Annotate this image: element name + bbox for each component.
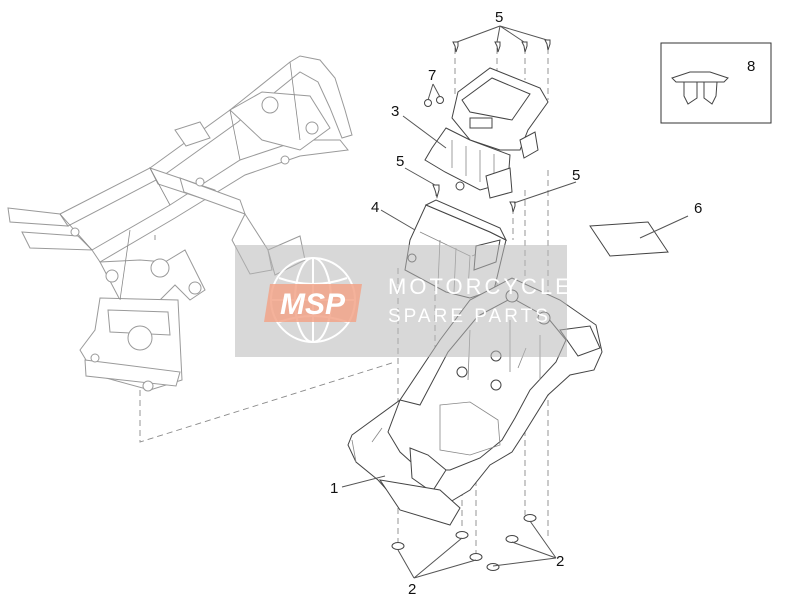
callout-7: 7	[428, 67, 436, 84]
watermark-logo: MSP	[280, 288, 346, 321]
callout-labels: 5 7 3 5 5 4 6 8 1 2 2	[330, 9, 755, 598]
watermark-line-2: SPARE PARTS	[388, 306, 551, 327]
callout-2-right: 2	[556, 553, 564, 570]
callout-4: 4	[371, 199, 379, 216]
callout-2-left: 2	[408, 581, 416, 598]
callout-5-top: 5	[495, 9, 503, 26]
part-6-label	[589, 221, 669, 257]
callout-1: 1	[330, 480, 338, 497]
callout-6: 6	[694, 200, 702, 217]
watermark: MSP MOTORCYCLE SPARE PARTS	[235, 245, 573, 357]
callout-8: 8	[747, 58, 755, 75]
part-3-electronics-tray	[424, 67, 549, 199]
callout-5-left: 5	[396, 153, 404, 170]
callout-3: 3	[391, 103, 399, 120]
part-7-clips	[424, 96, 444, 107]
leader-lines	[341, 25, 689, 579]
part-5-screws	[432, 39, 551, 213]
watermark-line-1: MOTORCYCLE	[388, 274, 573, 299]
callout-5-right: 5	[572, 167, 580, 184]
part-8-inset	[660, 42, 772, 124]
